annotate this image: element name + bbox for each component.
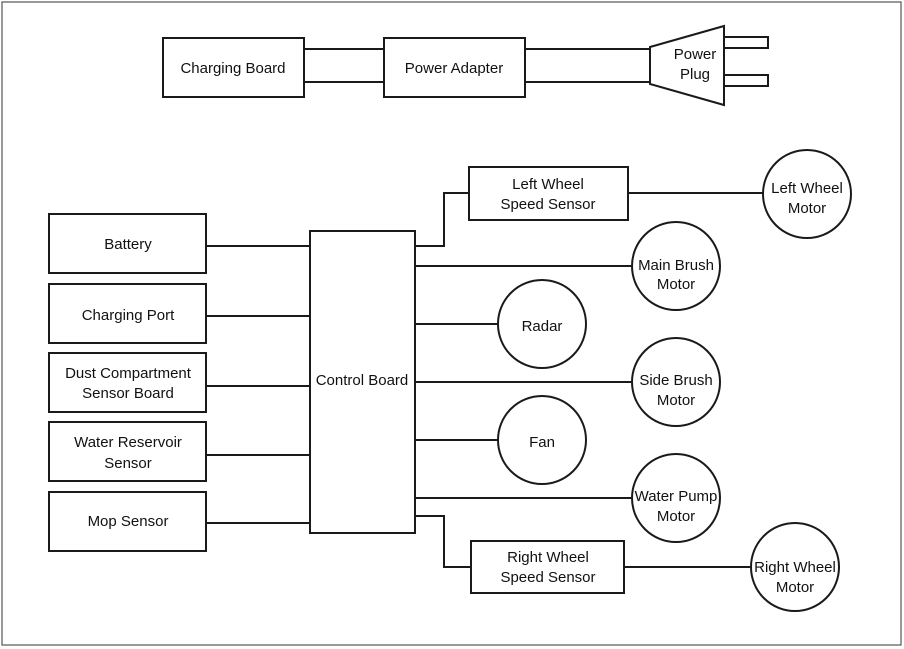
mop-sensor-label: Mop Sensor	[88, 513, 169, 530]
control-board-label: Control Board	[316, 372, 409, 389]
control-board-box	[309, 230, 416, 534]
right-wheel-speed-sensor-box	[470, 540, 625, 594]
fan-node	[497, 395, 587, 485]
power-chain: Charging Board Power Adapter Power Plug	[162, 24, 769, 107]
battery-box	[48, 213, 207, 274]
right-wheel-speed-sensor-line2: Speed Sensor	[500, 569, 595, 586]
left-wheel-speed-sensor-line1: Left Wheel	[512, 176, 584, 193]
charging-board-label: Charging Board	[180, 60, 285, 77]
dust-compartment-label-line1: Dust Compartment	[65, 365, 192, 382]
control-wires	[206, 192, 767, 568]
left-wheel-speed-sensor-box	[468, 166, 629, 221]
side-brush-motor-line2: Motor	[657, 392, 695, 409]
power-plug-label-line1: Power	[674, 46, 717, 63]
water-pump-motor-node	[631, 453, 721, 543]
water-reservoir-label-line1: Water Reservoir	[74, 434, 182, 451]
output-components: Left Wheel Speed Sensor Left Wheel Motor…	[468, 149, 852, 612]
right-wheel-speed-sensor-line1: Right Wheel	[507, 549, 589, 566]
main-brush-motor-line2: Motor	[657, 276, 695, 293]
main-brush-motor-line1: Main Brush	[638, 257, 714, 274]
control-board: Control Board	[309, 230, 416, 534]
wire-left-wheel-sensor	[415, 192, 469, 247]
right-wheel-motor-line2: Motor	[776, 579, 814, 596]
left-wheel-motor-line2: Motor	[788, 200, 826, 217]
radar-label: Radar	[522, 318, 563, 335]
side-brush-motor-node	[631, 337, 721, 427]
left-wheel-speed-sensor-line2: Speed Sensor	[500, 196, 595, 213]
charging-port-label: Charging Port	[82, 307, 175, 324]
dust-compartment-sensor-board-box	[48, 352, 207, 413]
left-wheel-motor-line1: Left Wheel	[771, 180, 843, 197]
input-components: Battery Charging Port Dust Compartment S…	[48, 213, 207, 552]
wire-right-wheel-sensor	[415, 515, 471, 568]
mop-sensor-box	[48, 491, 207, 552]
power-adapter-box	[383, 37, 526, 98]
side-brush-motor-line1: Side Brush	[639, 372, 712, 389]
right-wheel-motor-node	[750, 522, 840, 612]
dust-compartment-label-line2: Sensor Board	[82, 385, 174, 402]
power-plug-prong-top	[723, 36, 769, 49]
radar-node	[497, 279, 587, 369]
right-wheel-motor-line1: Right Wheel	[754, 559, 836, 576]
fan-label: Fan	[529, 434, 555, 451]
left-wheel-motor-node	[762, 149, 852, 239]
water-pump-motor-line2: Motor	[657, 508, 695, 525]
charging-board-box	[162, 37, 305, 98]
power-plug-label-line2: Plug	[680, 66, 710, 83]
power-plug-prong-bottom	[723, 74, 769, 87]
water-reservoir-sensor-box	[48, 421, 207, 482]
charging-port-box	[48, 283, 207, 344]
power-adapter-label: Power Adapter	[405, 60, 503, 77]
main-brush-motor-node	[631, 221, 721, 311]
water-pump-motor-line1: Water Pump	[635, 488, 718, 505]
battery-label: Battery	[104, 236, 152, 253]
power-plug-body	[649, 24, 725, 107]
water-reservoir-label-line2: Sensor	[104, 455, 152, 472]
